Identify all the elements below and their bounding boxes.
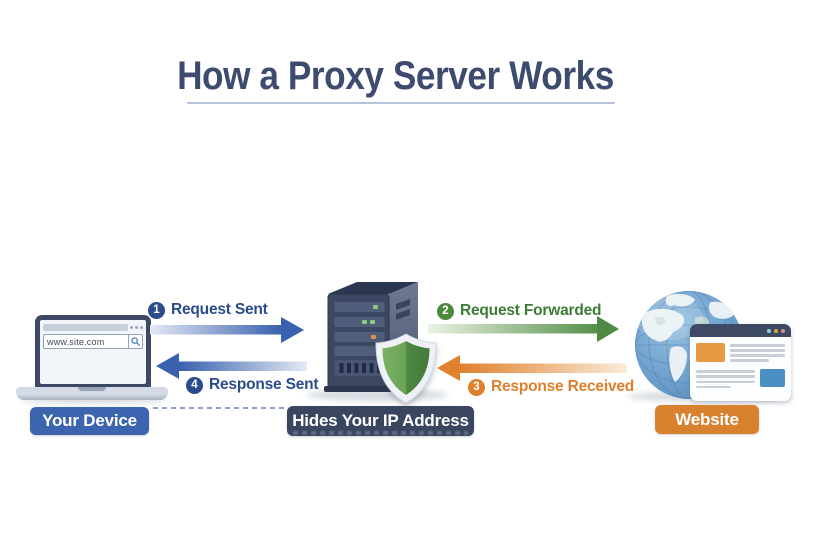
step-number-badge: 4 [186,376,203,394]
proxy-label: Hides Your IP Address [287,406,474,436]
laptop-base [16,387,168,400]
search-icon [128,335,142,348]
step-number-badge: 1 [148,301,165,319]
device-label: Your Device [30,407,149,435]
webpage-text-lines [696,369,755,390]
webpage-row [696,343,785,364]
server-led-green [370,320,375,324]
shield-icon [375,333,437,404]
laptop-notch [78,387,106,391]
window-dot-icon [767,328,771,333]
server-led-green [362,320,367,324]
server-base [324,386,392,392]
server-led-orange [371,335,376,339]
step-response-received: 3 Response Received [468,378,634,396]
website-label: Website [655,405,759,434]
server-bay [334,302,385,312]
webpage-card [690,324,791,401]
title-underline [187,102,615,104]
server-bay [334,332,385,342]
step-label: Response Received [491,378,635,395]
webpage-image-placeholder [696,343,725,362]
step-number-badge: 2 [437,302,454,320]
server-bay [334,317,385,327]
browser-tab-bar [43,324,143,331]
globe-continents [641,293,735,382]
webpage-text-lines [730,343,785,364]
window-dot-icon [781,328,785,333]
step-request-sent: 1 Request Sent [148,301,268,319]
browser-dot [135,326,138,329]
browser-window: www.site.com [40,320,146,384]
server-side-vent [396,299,410,310]
browser-dot [140,326,143,329]
webpage-titlebar [690,324,791,337]
step-request-forwarded: 2 Request Forwarded [437,302,601,320]
webpage-image-placeholder [760,369,785,388]
page-title: How a Proxy Server Works [177,54,614,98]
browser-dot [130,326,133,329]
arrow-request-sent [150,317,304,343]
server-led-green [373,305,378,309]
webpage-row [696,369,785,390]
laptop-screen: www.site.com [35,315,151,389]
address-bar-url: www.site.com [47,336,105,347]
step-label: Response Sent [209,376,319,393]
proxy-label-text: Hides Your IP Address [292,411,469,430]
step-label: Request Forwarded [460,302,602,319]
label-artifact [293,431,468,435]
step-response-sent: 4 Response Sent [186,376,319,394]
address-bar: www.site.com [43,334,143,349]
browser-tab [43,324,128,331]
server-bay [334,346,385,356]
globe-highlight [635,296,703,340]
device-illustration: www.site.com [16,312,168,402]
server-top-face [328,282,418,294]
window-dot-icon [774,328,778,333]
step-label: Request Sent [171,301,268,318]
server-side-vent [396,309,410,320]
step-number-badge: 3 [468,378,485,396]
webpage-body [690,337,791,391]
